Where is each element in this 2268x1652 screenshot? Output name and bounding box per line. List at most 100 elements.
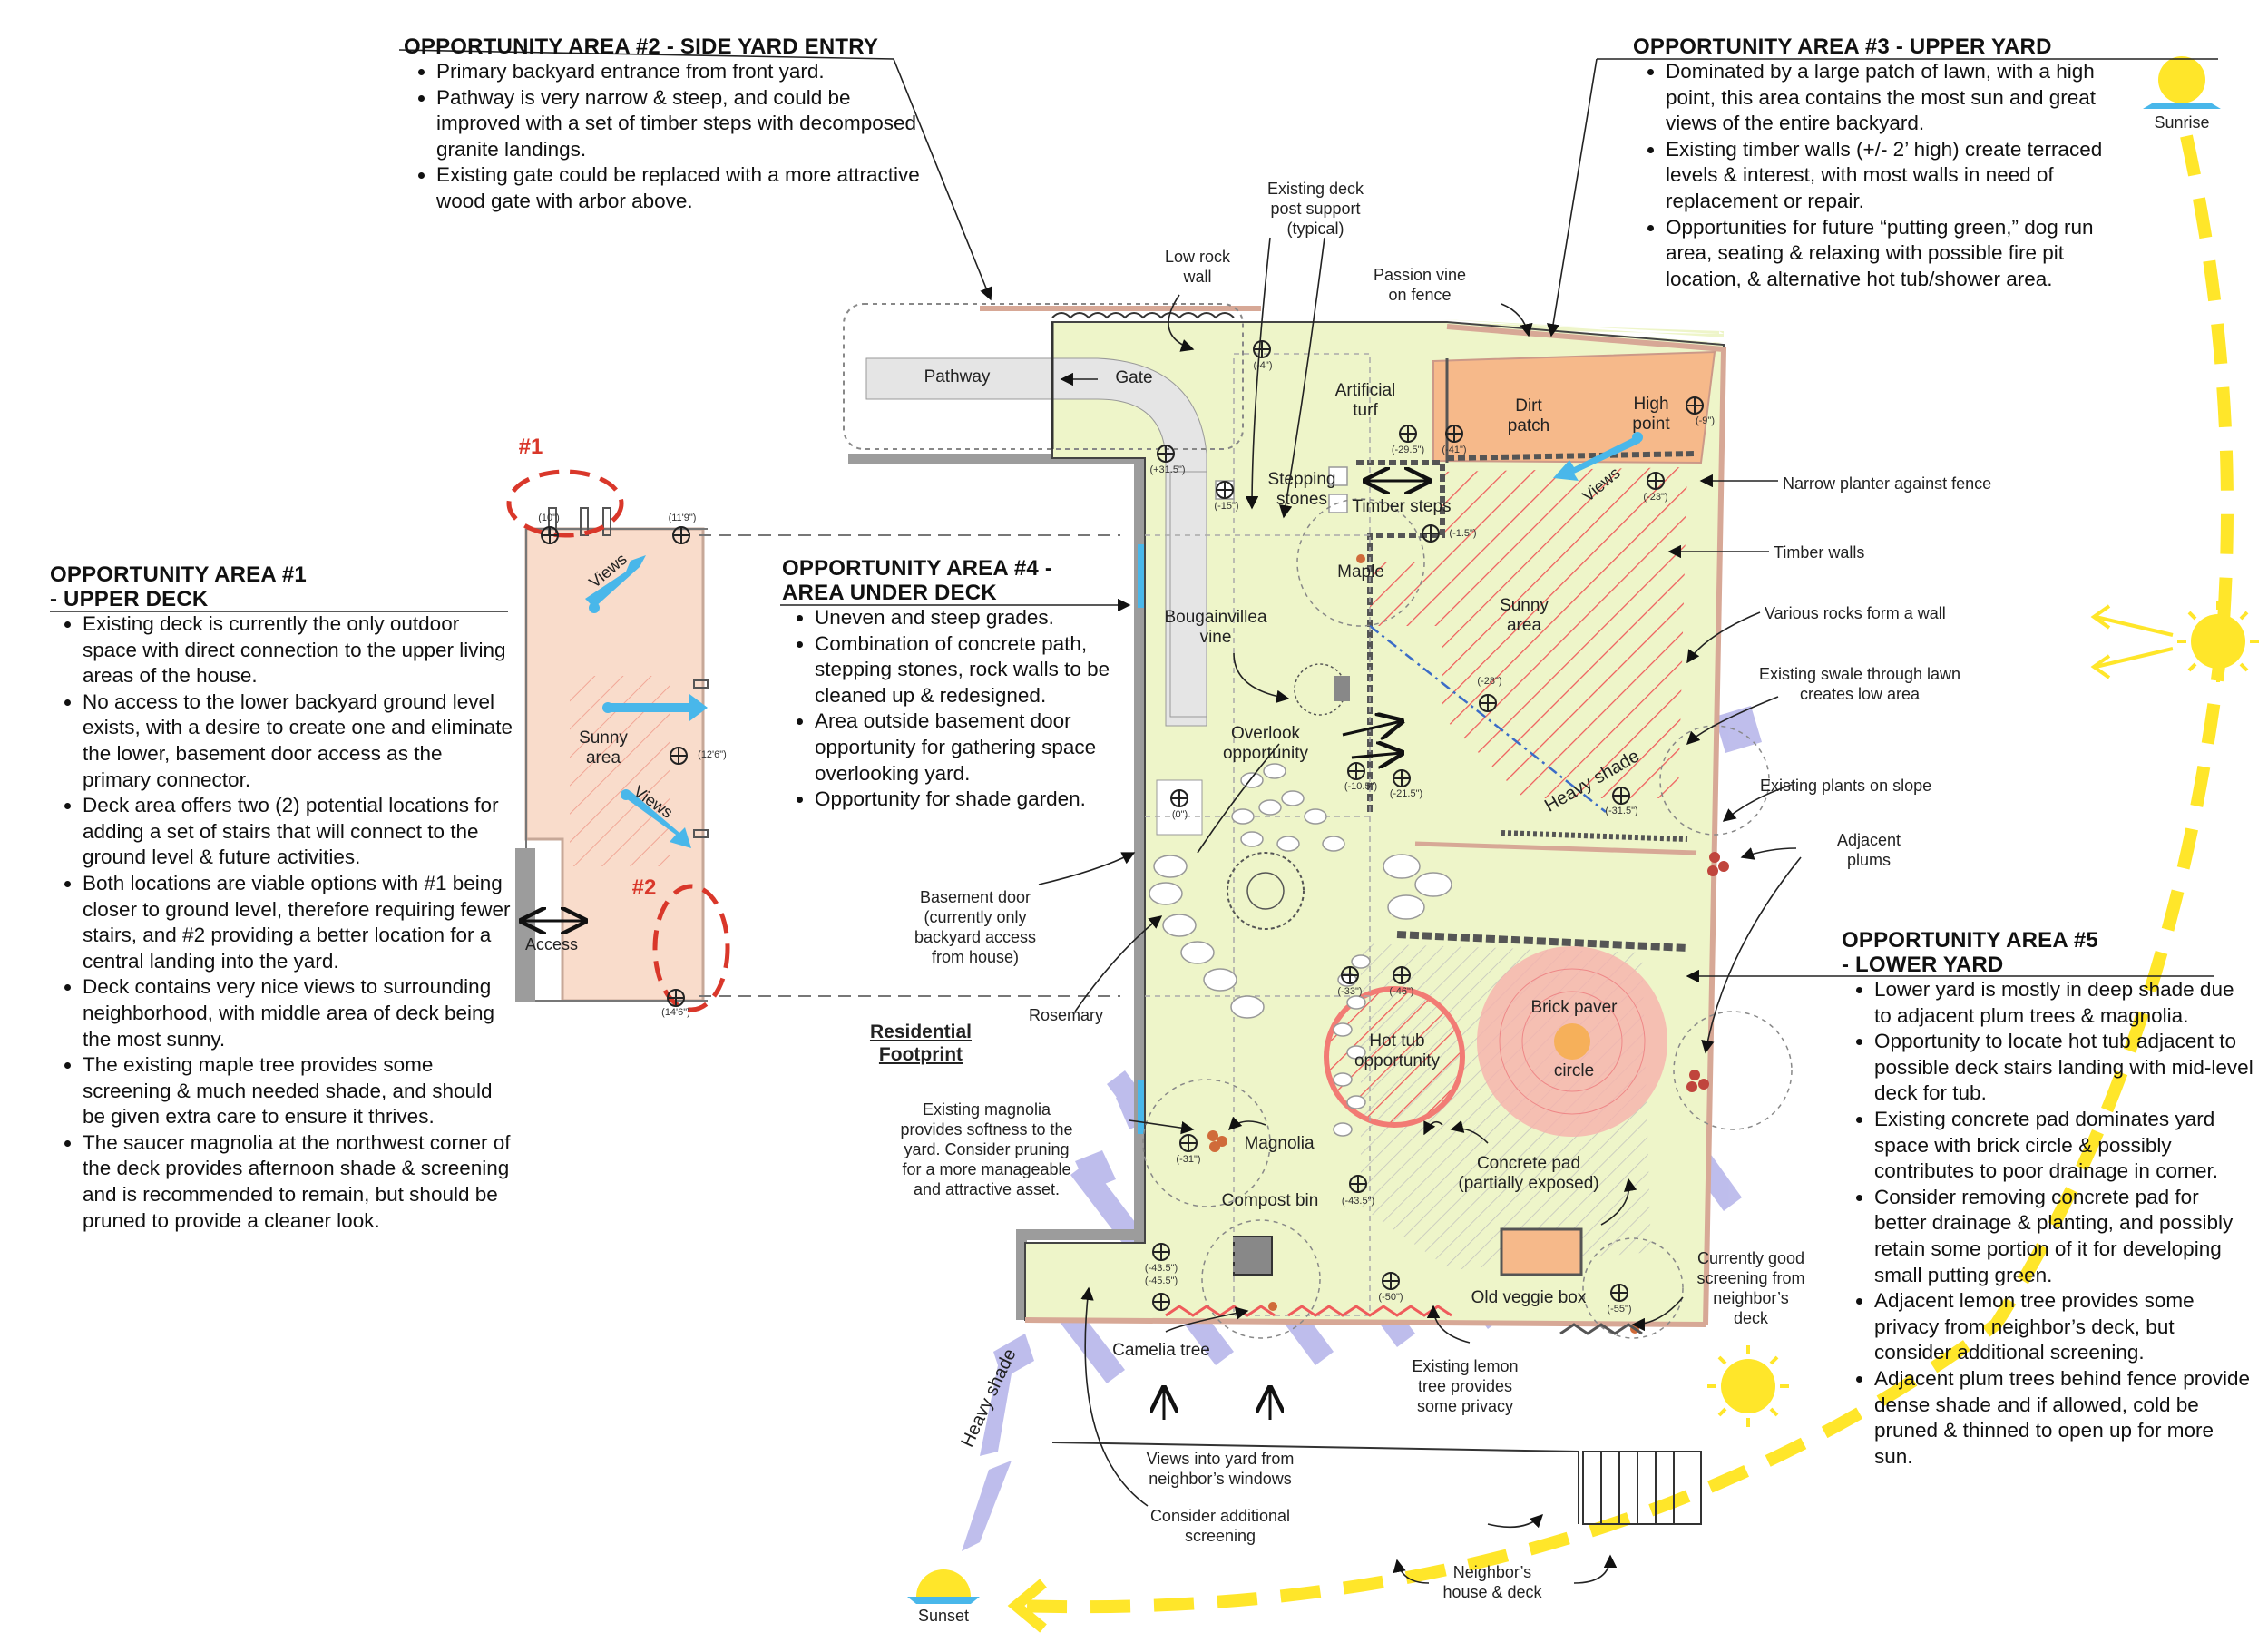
area1-bullets: Existing deck is currently the only outd… <box>50 611 513 1234</box>
area1-bullet: No access to the lower backyard ground l… <box>83 689 513 793</box>
sunset-arrowhead <box>1007 1579 1047 1633</box>
area1-bullet: The existing maple tree provides some sc… <box>83 1052 513 1130</box>
camelia-zigzag <box>1165 1305 1276 1317</box>
elev-14-6: (14'6") <box>661 1007 690 1018</box>
rocks-wall-label: Various rocks form a wall <box>1765 604 1946 622</box>
elev-m31-5: (-31.5") <box>1605 806 1638 816</box>
sunrise-label: Sunrise <box>2154 113 2210 132</box>
basement-door-label: Basement door (currently only backyard a… <box>914 888 1037 966</box>
elev-0: (0") <box>1171 809 1188 820</box>
deck-post-label: Existing deck post support (typical) <box>1266 180 1364 238</box>
elev-m28: (-28") <box>1477 676 1502 687</box>
area5-bullet: Adjacent plum trees behind fence provide… <box>1874 1366 2254 1470</box>
consider-screening-label: Consider additional screening <box>1149 1507 1291 1545</box>
old-veggie-box <box>1500 1227 1583 1276</box>
stair-location-2 <box>652 884 730 1012</box>
maple-label: Maple <box>1337 562 1384 582</box>
elev-10: (10") <box>538 513 560 523</box>
rosemary-label: Rosemary <box>1028 1006 1104 1024</box>
sunny-area-yard-label: Sunny area <box>1500 596 1549 635</box>
access-label: Access <box>524 935 579 953</box>
sun-east-icon <box>2177 601 2259 682</box>
elev-m50: (-50") <box>1378 1292 1403 1303</box>
area3-bullet: Dominated by a large patch of lawn, with… <box>1666 59 2114 137</box>
overlook-arrows <box>522 481 1429 1420</box>
stair-location-1 <box>506 469 624 538</box>
area5-bullet: Adjacent lemon tree provides some privac… <box>1874 1288 2254 1366</box>
sunny-area-deck-label: Sunny area <box>579 728 628 767</box>
area4-bullet: Combination of concrete path, stepping s… <box>815 631 1122 709</box>
area1-title: OPPORTUNITY AREA #1 - UPPER DECK <box>50 562 307 611</box>
area1-bullet: Existing deck is currently the only outd… <box>83 611 513 689</box>
area4-bullet: Area outside basement door opportunity f… <box>815 709 1122 787</box>
area3-title: OPPORTUNITY AREA #3 - UPPER YARD <box>1633 34 2052 59</box>
area5-title: OPPORTUNITY AREA #5 - LOWER YARD <box>1842 928 2098 977</box>
compost-bin-label: Compost bin <box>1221 1191 1319 1210</box>
area1-bullet: The saucer magnolia at the northwest cor… <box>83 1130 513 1234</box>
gate-label: Gate <box>1115 368 1153 387</box>
elev-p31-5: (+31.5") <box>1149 464 1186 475</box>
stepping-stones <box>1149 466 1452 1137</box>
area4-bullet: Opportunity for shade garden. <box>815 787 1122 813</box>
stepping-stones-label: Stepping stones <box>1267 470 1336 509</box>
tree-canopies <box>1142 498 1793 1339</box>
area1-bullet: Deck area offers two (2) potential locat… <box>83 793 513 871</box>
sunny-area-hatch <box>1370 467 1687 798</box>
elev-m31: (-31") <box>1176 1154 1201 1165</box>
sunset-icon <box>907 1569 980 1604</box>
view-arrows <box>585 435 1640 848</box>
area3-bullet: Opportunities for future “putting green,… <box>1666 215 2114 293</box>
elev-m15: (-15") <box>1214 501 1239 512</box>
area2-title: OPPORTUNITY AREA #2 - SIDE YARD ENTRY <box>404 34 879 59</box>
sun-south-icon <box>1707 1345 1789 1427</box>
magnolia-label: Magnolia <box>1244 1134 1315 1153</box>
narrow-planter-label: Narrow planter against fence <box>1783 474 1992 493</box>
elev-m1-5: (-1.5") <box>1449 528 1477 539</box>
adjacent-plums-label: Adjacent plums <box>1836 831 1901 869</box>
sunset-label: Sunset <box>917 1607 970 1625</box>
elev-m46: (-46") <box>1389 986 1414 997</box>
area2-bullet: Primary backyard entrance from front yar… <box>436 59 921 85</box>
compost-bin <box>1233 1236 1273 1276</box>
low-rock-wall-label: Low rock wall <box>1164 248 1231 286</box>
elev-m43-5b: (-43.5") <box>1144 1263 1178 1274</box>
residential-footprint-label: Residential Footprint <box>869 1022 973 1065</box>
circle-label: circle <box>1553 1061 1595 1080</box>
elev-m9: (-9") <box>1695 415 1715 426</box>
hot-tub-label: Hot tub opportunity <box>1354 1031 1440 1070</box>
sunrise-icon <box>2143 56 2221 109</box>
area5-bullet: Opportunity to locate hot tub adjacent t… <box>1874 1029 2254 1107</box>
brick-paver-circle <box>1477 946 1667 1137</box>
sun-rays-arrows <box>2090 604 2174 679</box>
elev-m41: (-41") <box>1442 445 1467 455</box>
stair-2-label: #2 <box>631 875 657 900</box>
timber-steps-label: Timber steps <box>1352 497 1452 516</box>
area4-block: OPPORTUNITY AREA #4 - AREA UNDER DECK Un… <box>782 556 1122 813</box>
elev-m4: (-4") <box>1253 360 1273 371</box>
hot-tub-circle <box>1324 986 1465 1128</box>
area1-bullet: Deck contains very nice views to surroun… <box>83 974 513 1052</box>
area4-bullet: Uneven and steep grades. <box>815 605 1122 631</box>
elev-m21-5: (-21.5") <box>1389 788 1423 799</box>
swale-label: Existing swale through lawn creates low … <box>1758 665 1961 703</box>
views-into-yard-label: Views into yard from neighbor’s windows <box>1146 1450 1295 1488</box>
area4-title: OPPORTUNITY AREA #4 - AREA UNDER DECK <box>782 556 1053 605</box>
neighbors-house-label: Neighbor’s house & deck <box>1442 1563 1542 1601</box>
brick-paver-label: Brick paver <box>1530 998 1618 1017</box>
timber-walls <box>1356 451 1697 816</box>
area2-block: OPPORTUNITY AREA #2 - SIDE YARD ENTRY Pr… <box>404 34 921 215</box>
area2-bullets: Primary backyard entrance from front yar… <box>404 59 921 215</box>
area1-block: OPPORTUNITY AREA #1 - UPPER DECK Existin… <box>50 562 513 1234</box>
elev-m29-5: (-29.5") <box>1391 445 1425 455</box>
area3-bullets: Dominated by a large patch of lawn, with… <box>1633 59 2114 292</box>
timber-walls-label: Timber walls <box>1774 543 1865 562</box>
area4-bullets: Uneven and steep grades.Combination of c… <box>782 605 1122 813</box>
pathway-label: Pathway <box>924 367 991 386</box>
area3-bullet: Existing timber walls (+/- 2’ high) crea… <box>1666 137 2114 215</box>
overlook-label: Overlook opportunity <box>1222 724 1308 763</box>
elevation-markers <box>541 340 1704 1311</box>
old-veggie-box-label: Old veggie box <box>1471 1288 1587 1307</box>
area5-bullet: Lower yard is mostly in deep shade due t… <box>1874 977 2254 1029</box>
